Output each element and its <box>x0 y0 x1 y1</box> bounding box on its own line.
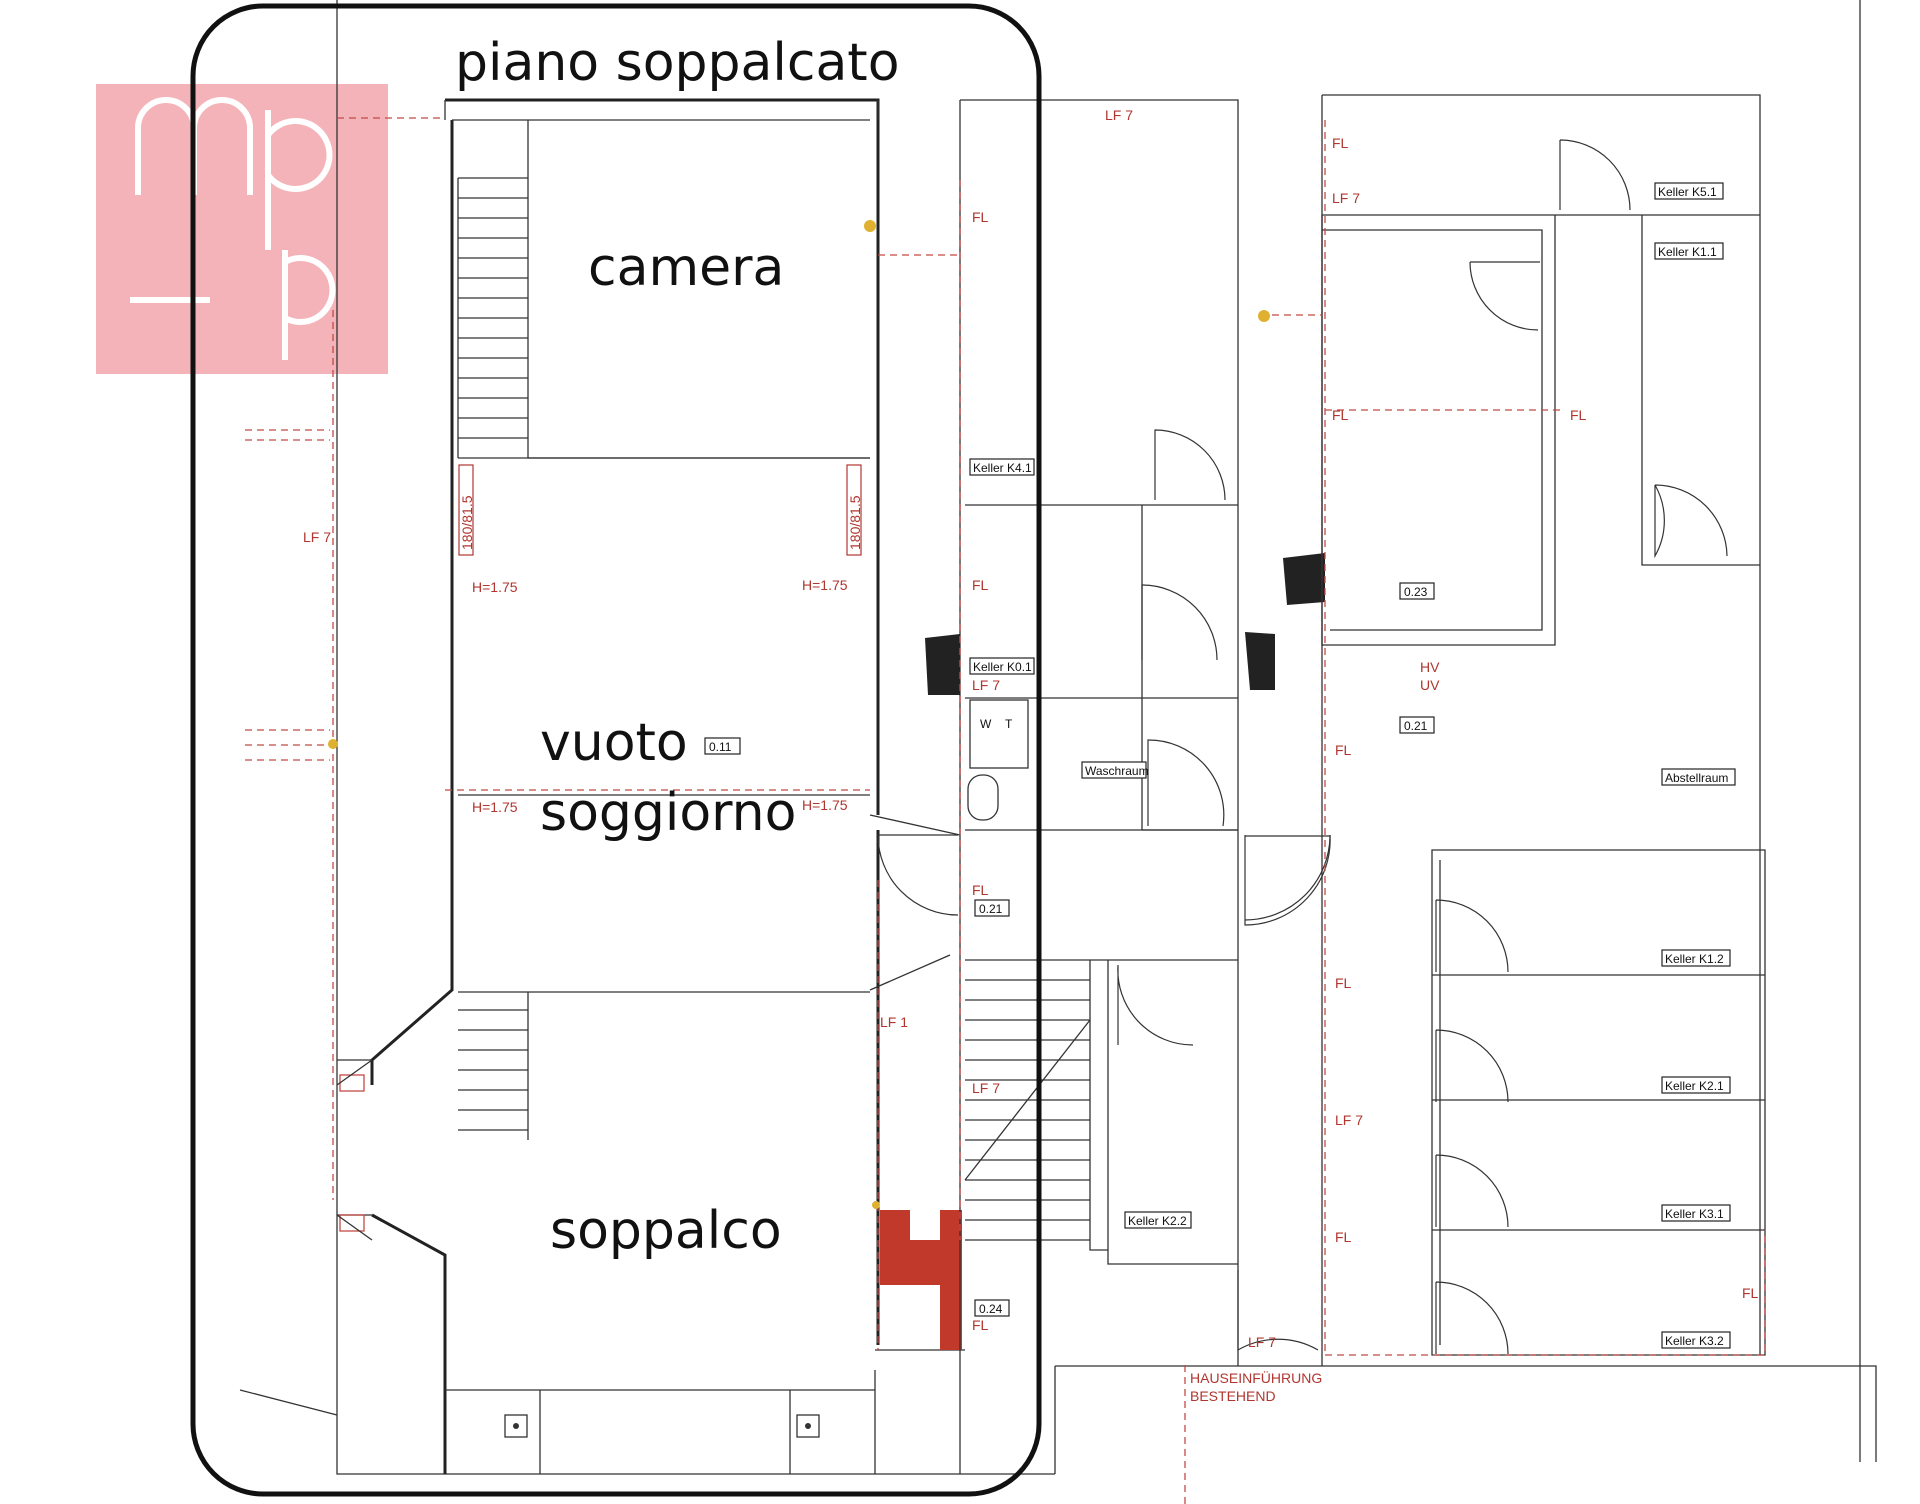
fl-label: FL <box>1335 975 1352 991</box>
cellar-label: Keller K0.1 <box>969 657 1035 675</box>
cellar-label: Keller K2.2 <box>1124 1211 1192 1229</box>
lf-label: LF 1 <box>880 1014 908 1030</box>
service-lines <box>245 117 1766 1504</box>
lf-label: LF 7 <box>972 1080 1000 1096</box>
cellar-label: Keller K5.1 <box>1654 182 1724 200</box>
room-code-tag: 0.11 <box>704 737 741 755</box>
svg-text:Keller K2.1: Keller K2.1 <box>1665 1079 1724 1093</box>
room-label-soggiorno: soggiorno <box>540 783 796 843</box>
fl-label: FL <box>1570 407 1587 423</box>
w-label: W <box>980 717 992 731</box>
svg-text:Keller K2.2: Keller K2.2 <box>1128 1214 1187 1228</box>
cellar-label: Keller K2.1 <box>1661 1076 1731 1094</box>
left-unit-walls <box>337 98 965 1474</box>
height-label: H=1.75 <box>802 577 848 593</box>
height-label: H=1.75 <box>472 579 518 595</box>
cellar-label: Keller K1.2 <box>1661 949 1731 967</box>
fl-label: FL <box>1742 1285 1759 1301</box>
room-label-vuoto: vuoto <box>540 713 688 773</box>
t-label: T <box>1005 717 1013 731</box>
svg-text:Abstellraum: Abstellraum <box>1665 771 1728 785</box>
right-cellars <box>1244 94 1766 1366</box>
fl-label: FL <box>972 209 989 225</box>
cellar-label: Abstellraum <box>1661 768 1736 786</box>
svg-text:Waschraum: Waschraum <box>1085 764 1149 778</box>
height-label: H=1.75 <box>472 799 518 815</box>
lf-label: LF 7 <box>1248 1334 1276 1350</box>
logo: mp_p <box>96 84 388 374</box>
room-code-tag: 0.23 <box>1399 582 1435 600</box>
marker-dot <box>864 220 876 232</box>
lf-label: LF 7 <box>972 677 1000 693</box>
fl-label: FL <box>972 1317 989 1333</box>
lf-label: LF 7 <box>1335 1112 1363 1128</box>
marker-dot <box>1258 310 1270 322</box>
fl-label: FL <box>1335 1229 1352 1245</box>
hv-label: HV <box>1420 659 1440 675</box>
svg-text:0.21: 0.21 <box>1404 719 1428 733</box>
window-label: 180/81.5 <box>847 495 863 550</box>
svg-text:0.21: 0.21 <box>979 902 1003 916</box>
lf-label: LF 7 <box>1332 190 1360 206</box>
room-code-tag: 0.21 <box>974 899 1010 917</box>
svg-text:Keller K1.2: Keller K1.2 <box>1665 952 1724 966</box>
cellar-label: Waschraum <box>1081 761 1149 779</box>
cellar-label: Keller K3.1 <box>1661 1204 1731 1222</box>
left-landing <box>239 1059 373 1416</box>
height-label: H=1.75 <box>802 797 848 813</box>
marker-dot <box>328 739 338 749</box>
svg-text:Keller K5.1: Keller K5.1 <box>1658 185 1717 199</box>
svg-text:Keller K3.2: Keller K3.2 <box>1665 1334 1724 1348</box>
svg-text:Keller K0.1: Keller K0.1 <box>973 660 1032 674</box>
svg-text:Keller K4.1: Keller K4.1 <box>973 461 1032 475</box>
uv-label: UV <box>1420 677 1440 693</box>
room-code-tag: 0.24 <box>974 1299 1010 1317</box>
room-code-tag: 0.21 <box>1399 716 1435 734</box>
marker-dot <box>872 1201 880 1209</box>
cellar-label: Keller K3.2 <box>1661 1331 1731 1349</box>
fl-label: FL <box>1335 742 1352 758</box>
lf-label: LF 7 <box>303 529 331 545</box>
room-label-soppalco: soppalco <box>550 1201 782 1261</box>
fl-label: FL <box>1332 407 1349 423</box>
cellar-label: Keller K4.1 <box>969 458 1035 476</box>
building-outline <box>336 0 1877 1475</box>
svg-text:Keller K3.1: Keller K3.1 <box>1665 1207 1724 1221</box>
hauseinfuhrung-label-2: BESTEHEND <box>1190 1388 1276 1404</box>
fl-label: FL <box>972 577 989 593</box>
svg-text:Keller K1.1: Keller K1.1 <box>1658 245 1717 259</box>
svg-text:0.24: 0.24 <box>979 1302 1003 1316</box>
highlight-frame <box>190 3 1042 1497</box>
fl-label: FL <box>972 882 989 898</box>
highlight-title: piano soppalcato <box>455 33 900 93</box>
svg-text:0.23: 0.23 <box>1404 585 1428 599</box>
hauseinfuhrung-label: HAUSEINFÜHRUNG <box>1190 1369 1322 1386</box>
corridor-walls <box>925 99 1331 1474</box>
kitchen-fixture <box>880 1210 962 1350</box>
lf-label: LF 7 <box>1105 107 1133 123</box>
svg-text:0.11: 0.11 <box>709 740 732 754</box>
room-label-camera: camera <box>588 238 784 298</box>
cellar-label: Keller K1.1 <box>1654 242 1724 260</box>
fl-label: FL <box>1332 135 1349 151</box>
window-label: 180/81.5 <box>459 495 475 550</box>
